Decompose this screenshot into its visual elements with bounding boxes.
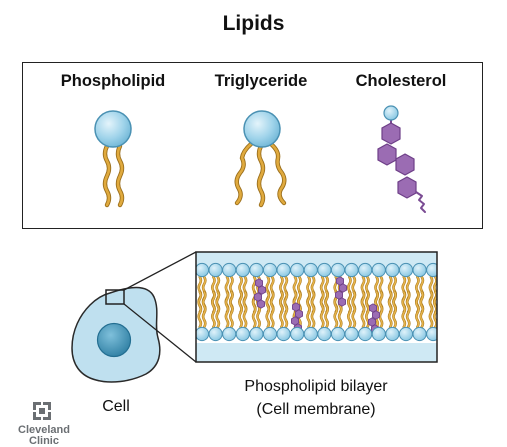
logo-line2: Clinic — [29, 435, 59, 447]
diagram-title: Lipids — [222, 12, 285, 35]
phospholipid-label: Phospholipid — [60, 72, 166, 90]
bilayer-label-line2: (Cell membrane) — [256, 401, 376, 418]
zoom-line-bottom — [123, 303, 197, 363]
cholesterol-molecule — [377, 105, 426, 213]
cell-label: Cell — [102, 398, 130, 415]
bilayer-panel — [195, 251, 438, 363]
phospholipid-molecule — [94, 110, 132, 208]
cholesterol-label: Cholesterol — [355, 72, 447, 90]
cholesterol-hydroxyl — [383, 105, 399, 121]
logo-wordmark: Cleveland Clinic — [12, 425, 76, 447]
lipid-types-panel — [22, 62, 483, 229]
phospholipid-head — [94, 110, 132, 148]
cell-nucleus — [96, 322, 132, 358]
triglyceride-molecule — [234, 110, 287, 208]
zoom-line-top — [123, 251, 197, 291]
triglyceride-head — [243, 110, 281, 148]
cleveland-clinic-logo-icon — [33, 402, 51, 420]
zoom-region — [105, 289, 125, 305]
triglyceride-label: Triglyceride — [214, 72, 308, 90]
logo-line1: Cleveland — [18, 424, 70, 436]
bilayer-frame — [195, 251, 438, 363]
cell — [71, 286, 161, 383]
bilayer-label-line1: Phospholipid bilayer — [244, 378, 388, 395]
